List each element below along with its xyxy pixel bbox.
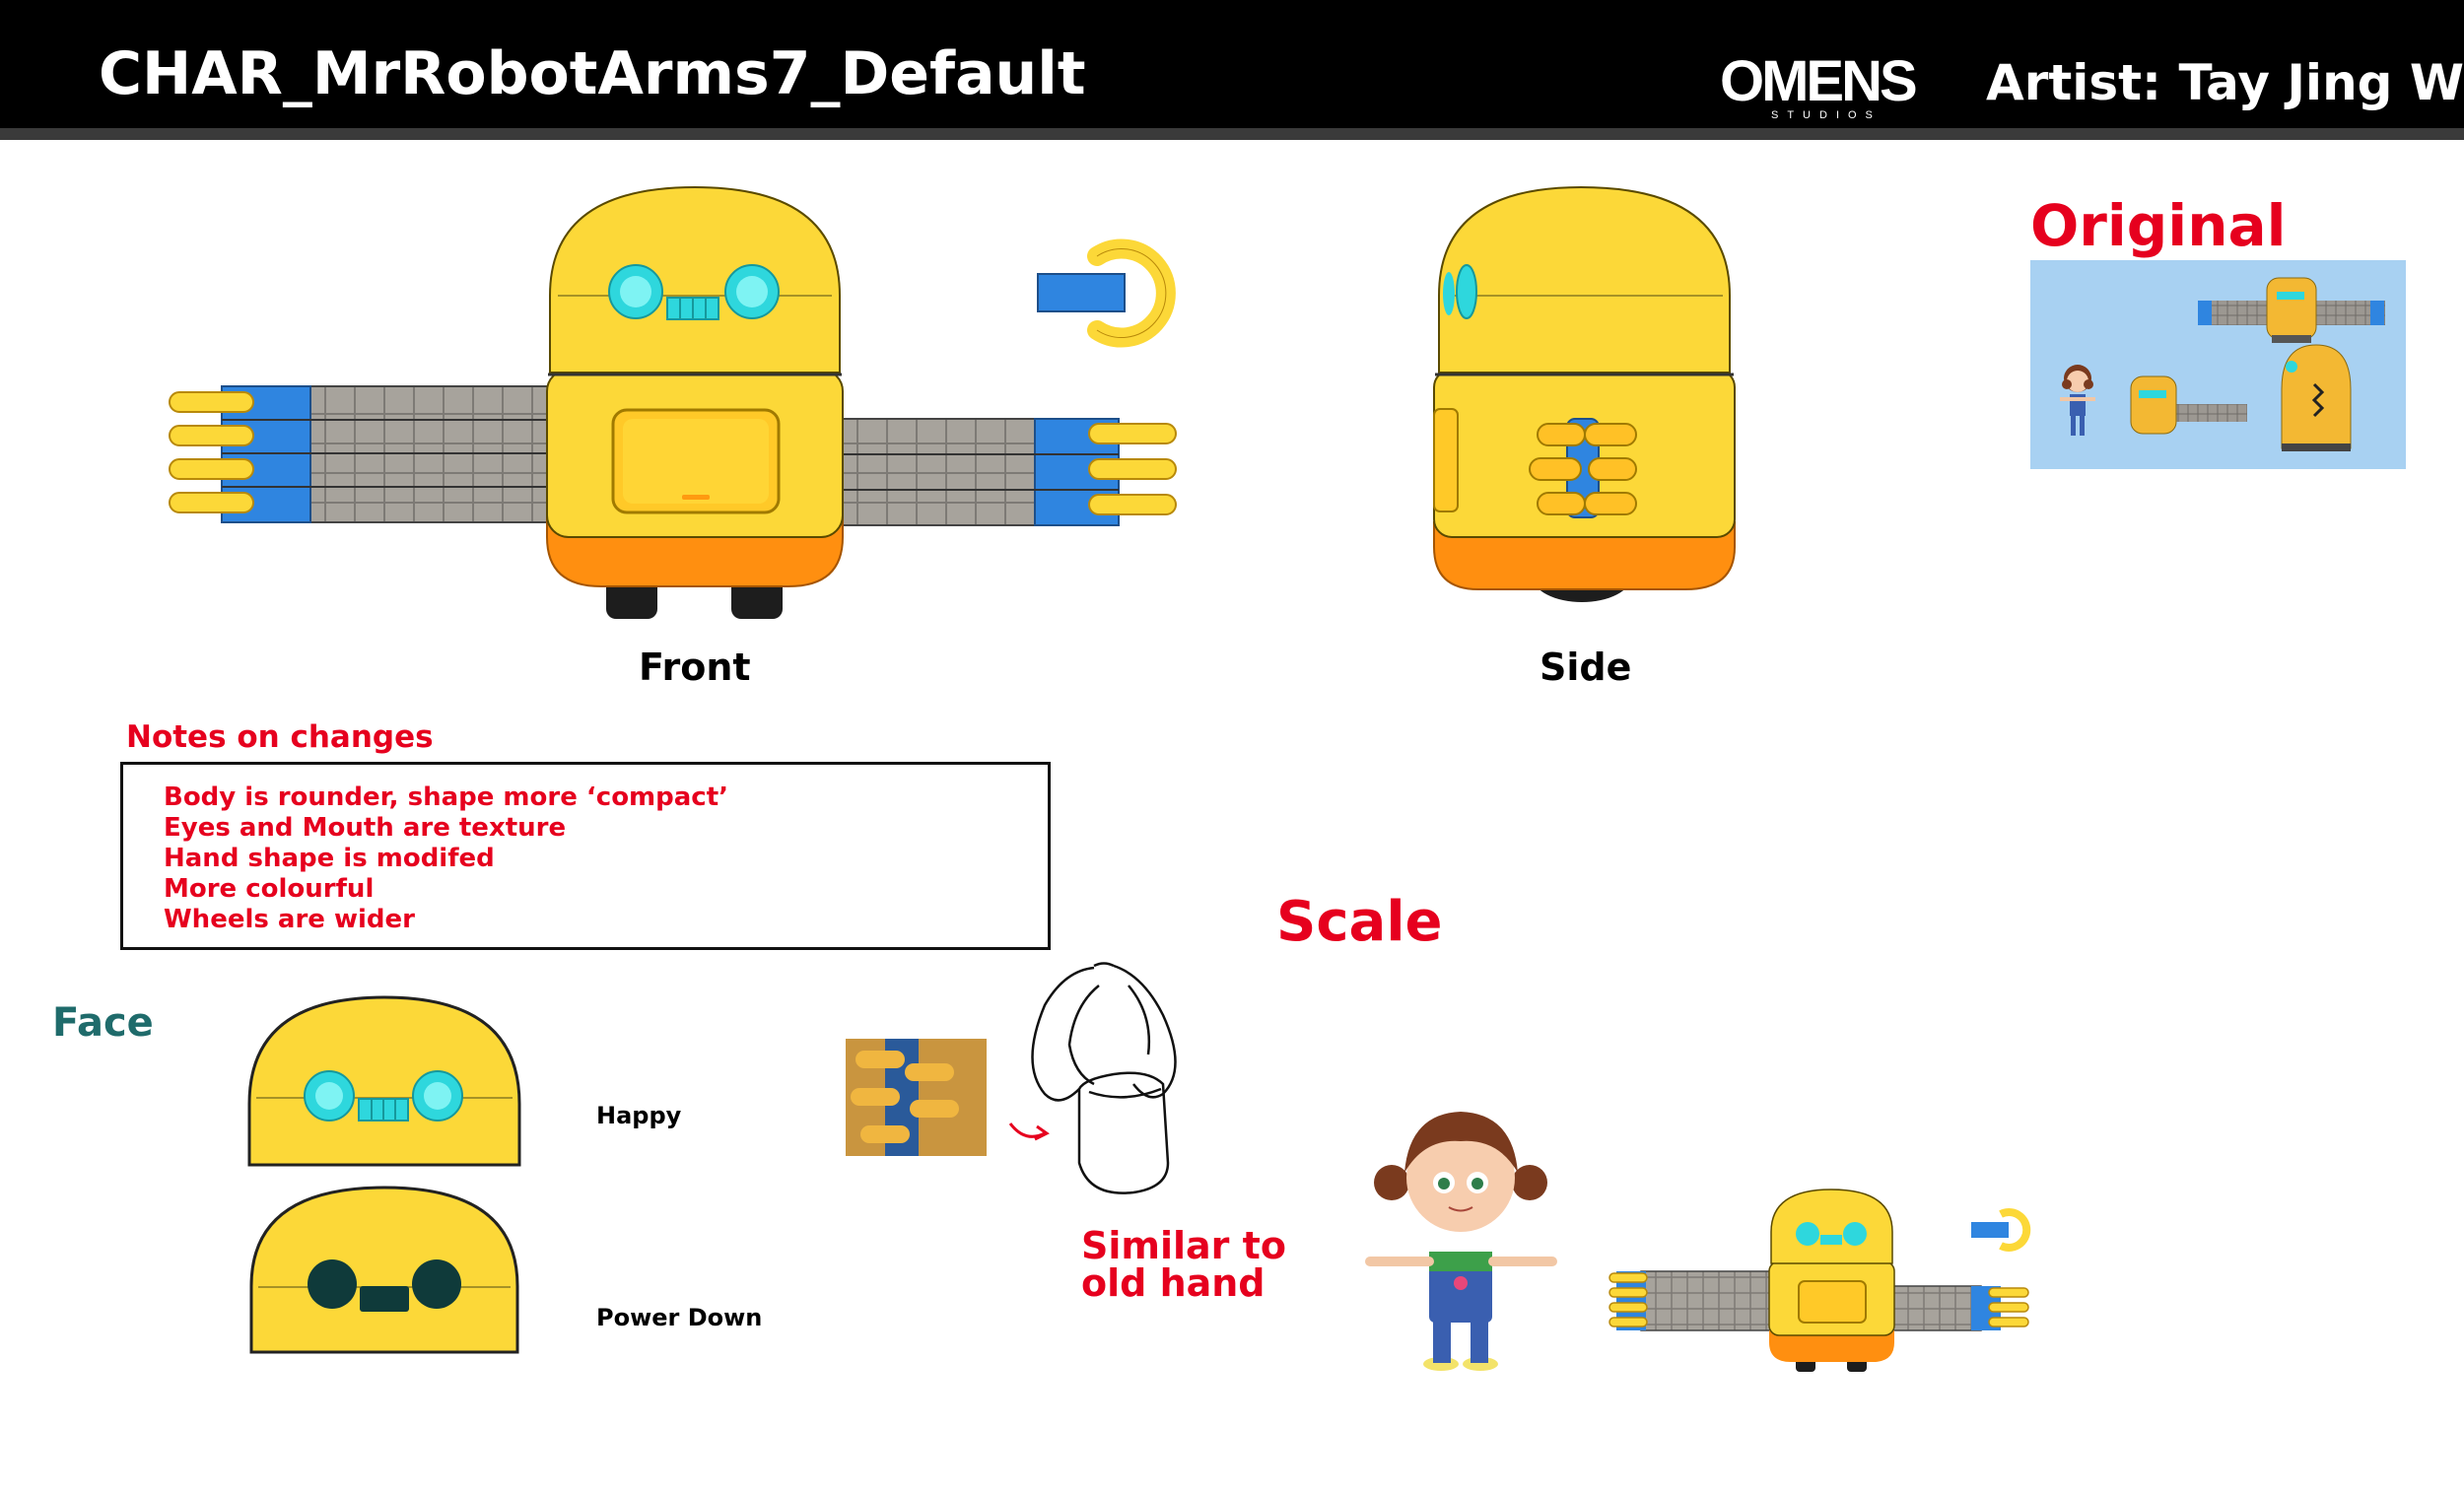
caption-line: old hand	[1081, 1261, 1266, 1305]
face-power-down	[249, 1186, 519, 1354]
head	[549, 185, 841, 374]
face-happy	[247, 995, 521, 1167]
original-title: Original	[2030, 192, 2287, 259]
left-arm	[169, 385, 553, 523]
note-item: Eyes and Mouth are texture	[164, 813, 567, 843]
scale-title: Scale	[1276, 890, 1443, 954]
artist-credit: Artist: Tay Jing Wen	[1986, 54, 2464, 111]
power-down-label: Power Down	[596, 1304, 763, 1331]
robot-front-view	[169, 185, 1177, 619]
logo-wordmark: OMENS	[1720, 49, 1916, 113]
header-divider	[0, 128, 2464, 140]
face-section-title: Face	[52, 1000, 154, 1046]
mouth	[666, 297, 719, 320]
side-view-label: Side	[1540, 646, 1632, 689]
notes-box	[120, 762, 1051, 950]
note-item: Wheels are wider	[164, 905, 415, 934]
eyes	[608, 264, 780, 319]
girl-character	[1365, 1112, 1557, 1371]
hand-sketch	[1031, 962, 1177, 1194]
happy-label: Happy	[596, 1102, 682, 1129]
right-arm	[837, 418, 1177, 526]
original-reference-image	[2030, 260, 2406, 469]
front-view-label: Front	[639, 646, 751, 689]
note-item: Body is rounder, shape more ‘compact’	[164, 782, 729, 812]
header-bar	[0, 0, 2464, 128]
hand-similarity-caption: Similar to old hand	[1081, 1227, 1286, 1302]
logo-subtext: STUDIOS	[1771, 109, 1882, 120]
hand-closeup-photo	[846, 1039, 987, 1156]
caption-line: Similar to	[1081, 1224, 1286, 1267]
robot-side-view	[1433, 185, 1736, 602]
side-head	[1438, 185, 1731, 374]
robot-scale-model	[1608, 1189, 2031, 1372]
claw-hand-piece	[1037, 238, 1176, 348]
notes-title: Notes on changes	[126, 719, 434, 755]
side-arm-joint	[1529, 418, 1637, 518]
note-item: More colourful	[164, 874, 375, 904]
notes-list: Body is rounder, shape more ‘compact’ Ey…	[164, 782, 728, 935]
note-item: Hand shape is modifed	[164, 844, 495, 873]
sheet-title: CHAR_MrRobotArms7_Default	[99, 39, 1086, 108]
omens-studios-logo: OMENS STUDIOS	[1720, 49, 1919, 120]
